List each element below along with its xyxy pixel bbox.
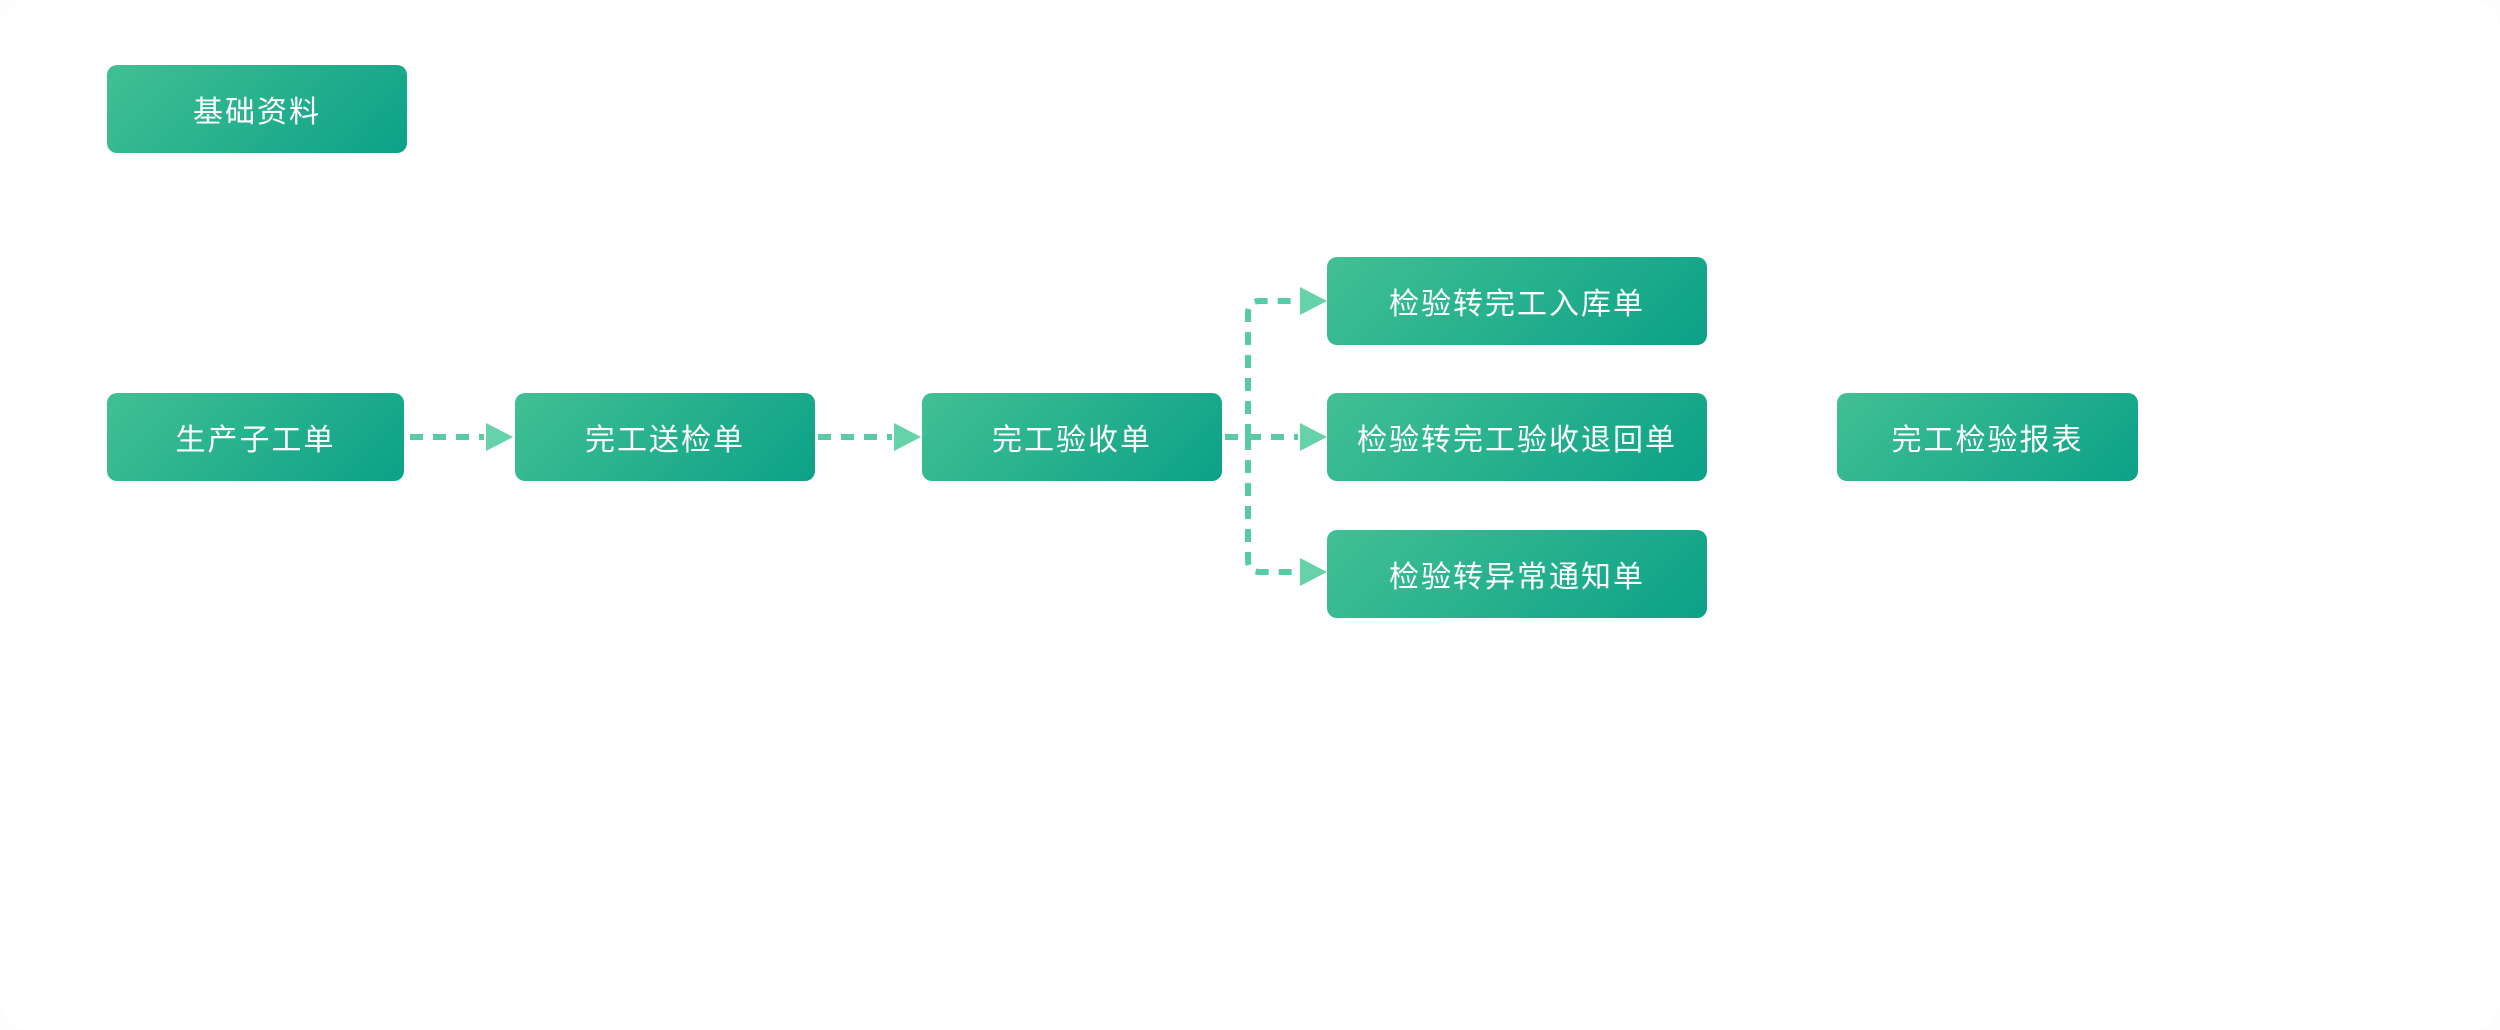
node-completion-inspection-report[interactable]: 完工检验报表 <box>1837 393 2138 481</box>
node-inspection-to-warehouse-in[interactable]: 检验转完工入库单 <box>1327 257 1707 345</box>
arrowhead-accept-to-return <box>1300 423 1327 451</box>
node-production-sub-work-order[interactable]: 生产子工单 <box>107 393 404 481</box>
node-completion-acceptance[interactable]: 完工验收单 <box>922 393 1222 481</box>
arrowhead-accept-to-exception <box>1300 558 1327 586</box>
node-inspection-to-exception-notice[interactable]: 检验转异常通知单 <box>1327 530 1707 618</box>
edge-accept-to-warehouse <box>1245 298 1299 437</box>
arrowhead-accept-to-warehouse <box>1300 287 1327 315</box>
node-basic-data[interactable]: 基础资料 <box>107 65 407 153</box>
edge-accept-to-exception <box>1245 437 1299 575</box>
node-inspection-to-acceptance-return[interactable]: 检验转完工验收退回单 <box>1327 393 1707 481</box>
arrowhead-send-to-accept <box>894 423 921 451</box>
arrowhead-prod-to-send <box>486 423 513 451</box>
node-completion-send-inspection[interactable]: 完工送检单 <box>515 393 815 481</box>
